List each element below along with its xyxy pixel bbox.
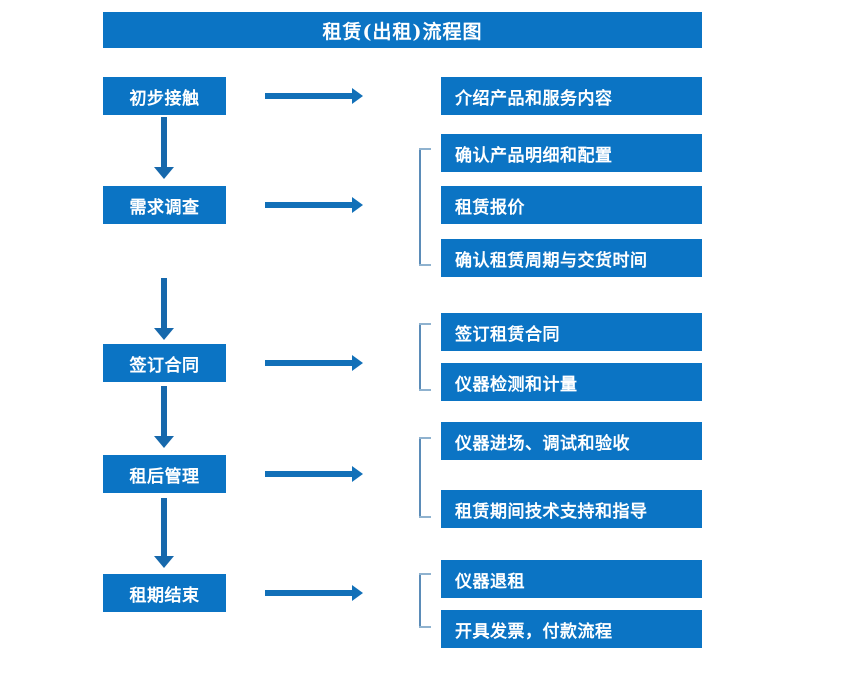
- detail-box-3[interactable]: 租赁报价: [441, 186, 702, 224]
- detail-box-8-label: 租赁期间技术支持和指导: [455, 501, 648, 522]
- group-bracket-4: [419, 437, 431, 518]
- detail-box-6[interactable]: 仪器检测和计量: [441, 363, 702, 401]
- arrow-stem: [161, 498, 167, 557]
- stage-box-1-label: 初步接触: [129, 88, 200, 109]
- stage-box-4[interactable]: 租后管理: [103, 455, 226, 493]
- bracket-bar: [419, 323, 421, 391]
- arrow-head-icon: [154, 328, 174, 340]
- arrow-stem: [265, 471, 353, 477]
- arrow-stem: [265, 93, 353, 99]
- detail-box-4-label: 确认租赁周期与交货时间: [455, 250, 648, 271]
- horizontal-flow-arrow-4: [265, 466, 363, 482]
- arrow-head-icon: [352, 355, 363, 371]
- stage-box-5-label: 租期结束: [129, 585, 200, 606]
- diagram-title-bar: 租赁(出租)流程图: [103, 12, 702, 48]
- detail-box-5-label: 签订租赁合同: [455, 324, 560, 345]
- vertical-flow-arrow-1: [152, 117, 176, 179]
- bracket-bar: [419, 437, 421, 518]
- arrow-head-icon: [352, 466, 363, 482]
- detail-box-10-label: 开具发票，付款流程: [455, 621, 613, 642]
- detail-box-6-label: 仪器检测和计量: [455, 374, 578, 395]
- detail-box-7[interactable]: 仪器进场、调试和验收: [441, 422, 702, 460]
- stage-box-5[interactable]: 租期结束: [103, 574, 226, 612]
- bracket-bar: [419, 148, 421, 266]
- detail-box-9-label: 仪器退租: [455, 571, 525, 592]
- stage-box-2-label: 需求调查: [129, 197, 200, 218]
- arrow-head-icon: [154, 436, 174, 448]
- arrow-head-icon: [352, 88, 363, 104]
- bracket-tick-bottom: [419, 389, 431, 391]
- arrow-stem: [265, 590, 353, 596]
- bracket-tick-top: [419, 148, 431, 150]
- bracket-tick-top: [419, 323, 431, 325]
- stage-box-2[interactable]: 需求调查: [103, 186, 226, 224]
- horizontal-flow-arrow-3: [265, 355, 363, 371]
- detail-box-8[interactable]: 租赁期间技术支持和指导: [441, 490, 702, 528]
- diagram-title: 租赁(出租)流程图: [322, 20, 483, 43]
- arrow-head-icon: [154, 167, 174, 179]
- horizontal-flow-arrow-2: [265, 197, 363, 213]
- arrow-head-icon: [352, 197, 363, 213]
- detail-box-7-label: 仪器进场、调试和验收: [455, 433, 630, 454]
- bracket-tick-bottom: [419, 264, 431, 266]
- detail-box-2-label: 确认产品明细和配置: [455, 145, 613, 166]
- arrow-stem: [265, 202, 353, 208]
- arrow-stem: [161, 386, 167, 437]
- detail-box-2[interactable]: 确认产品明细和配置: [441, 134, 702, 172]
- vertical-flow-arrow-3: [152, 386, 176, 448]
- stage-box-3-label: 签订合同: [129, 355, 200, 376]
- stage-box-3[interactable]: 签订合同: [103, 344, 226, 382]
- group-bracket-3: [419, 323, 431, 391]
- group-bracket-5: [419, 573, 431, 628]
- arrow-head-icon: [352, 585, 363, 601]
- stage-box-4-label: 租后管理: [129, 466, 200, 487]
- detail-box-1-label: 介绍产品和服务内容: [455, 88, 613, 109]
- detail-box-1[interactable]: 介绍产品和服务内容: [441, 77, 702, 115]
- bracket-tick-bottom: [419, 626, 431, 628]
- vertical-flow-arrow-4: [152, 498, 176, 568]
- bracket-tick-bottom: [419, 516, 431, 518]
- arrow-head-icon: [154, 556, 174, 568]
- arrow-stem: [161, 117, 167, 168]
- horizontal-flow-arrow-1: [265, 88, 363, 104]
- vertical-flow-arrow-2: [152, 278, 176, 340]
- bracket-tick-top: [419, 437, 431, 439]
- stage-box-1[interactable]: 初步接触: [103, 77, 226, 115]
- bracket-tick-top: [419, 573, 431, 575]
- detail-box-3-label: 租赁报价: [455, 197, 525, 218]
- detail-box-9[interactable]: 仪器退租: [441, 560, 702, 598]
- arrow-stem: [265, 360, 353, 366]
- group-bracket-2: [419, 148, 431, 266]
- arrow-stem: [161, 278, 167, 329]
- horizontal-flow-arrow-5: [265, 585, 363, 601]
- detail-box-10[interactable]: 开具发票，付款流程: [441, 610, 702, 648]
- detail-box-4[interactable]: 确认租赁周期与交货时间: [441, 239, 702, 277]
- detail-box-5[interactable]: 签订租赁合同: [441, 313, 702, 351]
- bracket-bar: [419, 573, 421, 628]
